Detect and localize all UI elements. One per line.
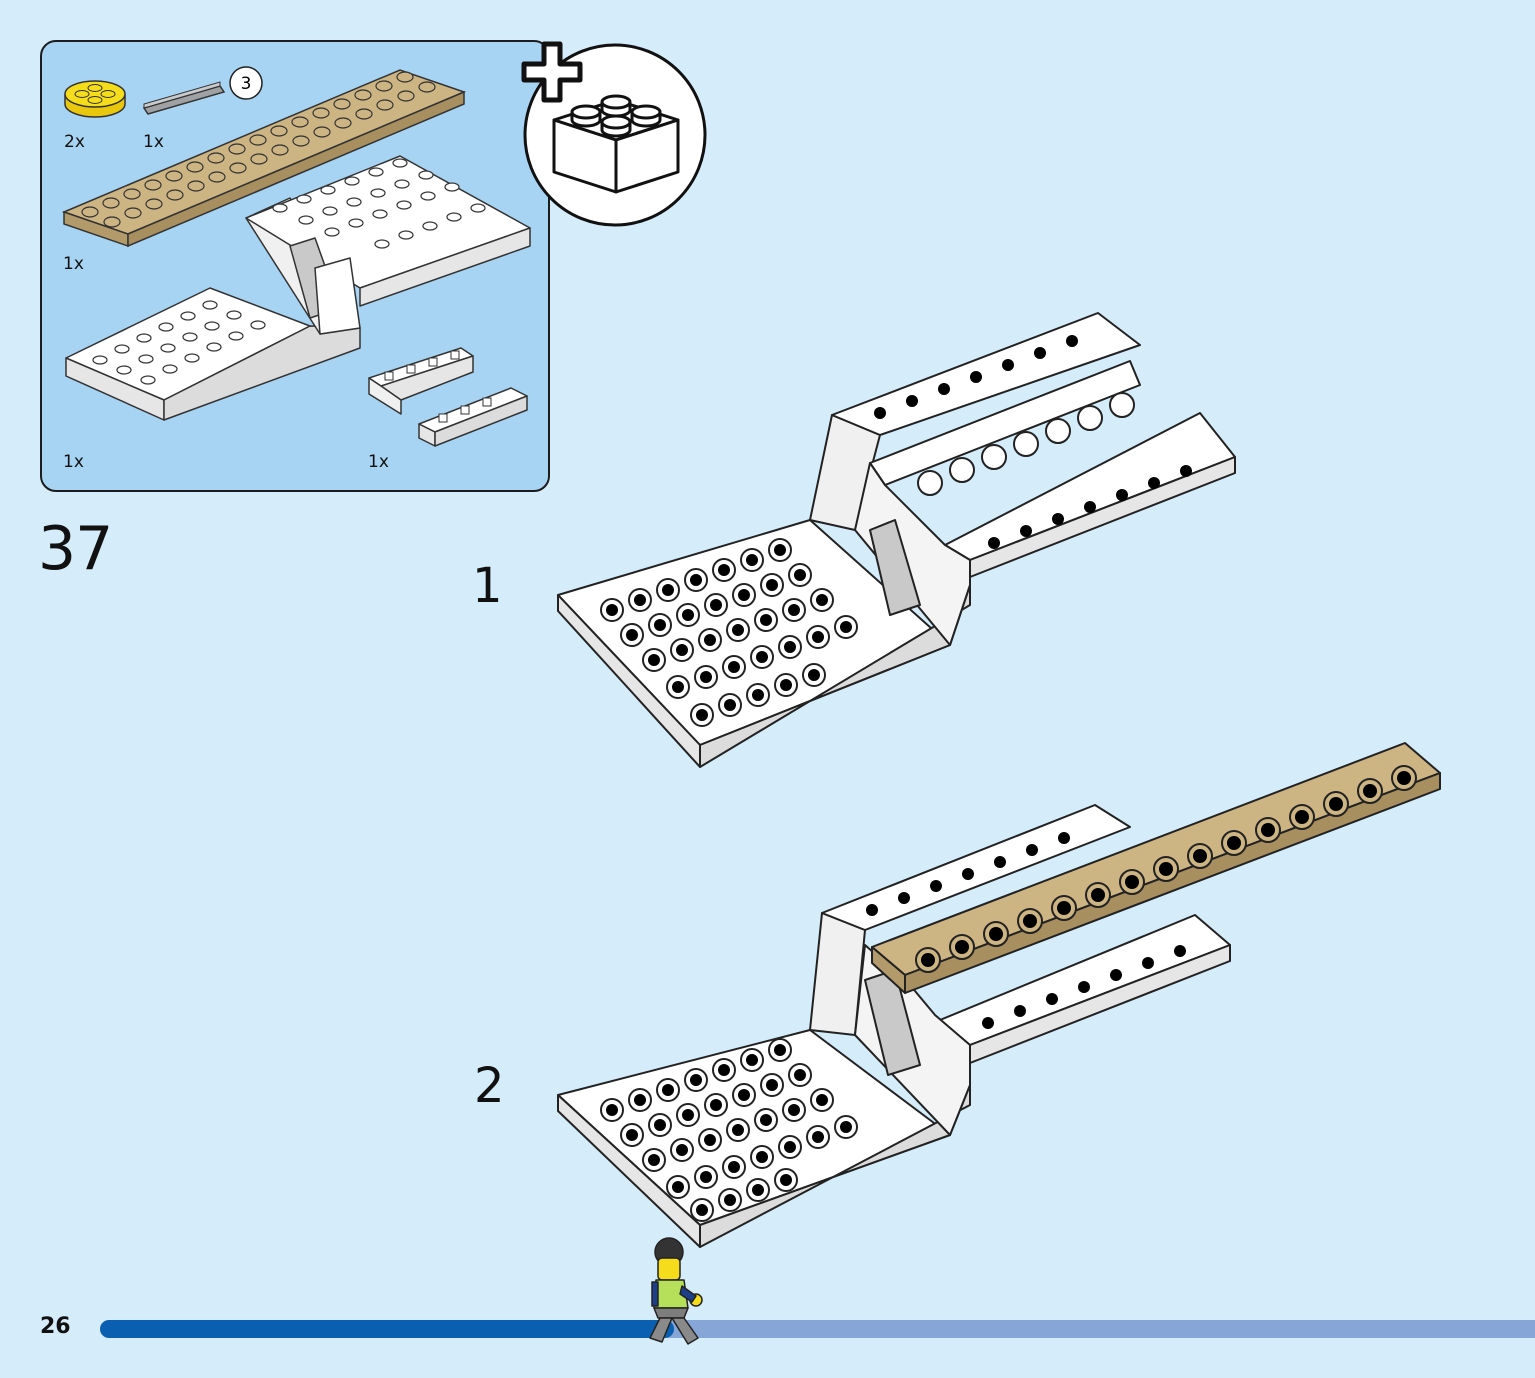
progress-bar-remaining	[654, 1320, 1535, 1338]
progress-bar	[100, 1320, 1535, 1338]
yellow-round-plate-icon	[64, 80, 126, 118]
step-number: 37	[38, 514, 113, 584]
white-slopes-icon	[368, 347, 528, 447]
substep-1-assembly-illustration	[557, 312, 1236, 768]
substep-label-1: 1	[472, 558, 503, 614]
progress-bar-completed	[100, 1320, 674, 1338]
quantity-label: 1x	[63, 452, 84, 472]
axle-length-text: 3	[241, 74, 252, 94]
axle-length-callout: 3	[229, 66, 263, 100]
plus-brick-icon	[521, 41, 707, 227]
minifigure-runner-icon	[649, 1237, 703, 1345]
substep-2-assembly-illustration	[557, 742, 1441, 1248]
quantity-label: 1x	[368, 452, 389, 472]
quantity-label: 1x	[143, 132, 164, 152]
page-number: 26	[40, 1314, 71, 1339]
quantity-label: 2x	[64, 132, 85, 152]
grey-axle-icon	[142, 81, 226, 115]
white-vehicle-base-icon	[65, 155, 531, 421]
substep-label-2: 2	[474, 1058, 505, 1114]
quantity-label: 1x	[63, 254, 84, 274]
tan-plate-icon	[61, 69, 467, 248]
